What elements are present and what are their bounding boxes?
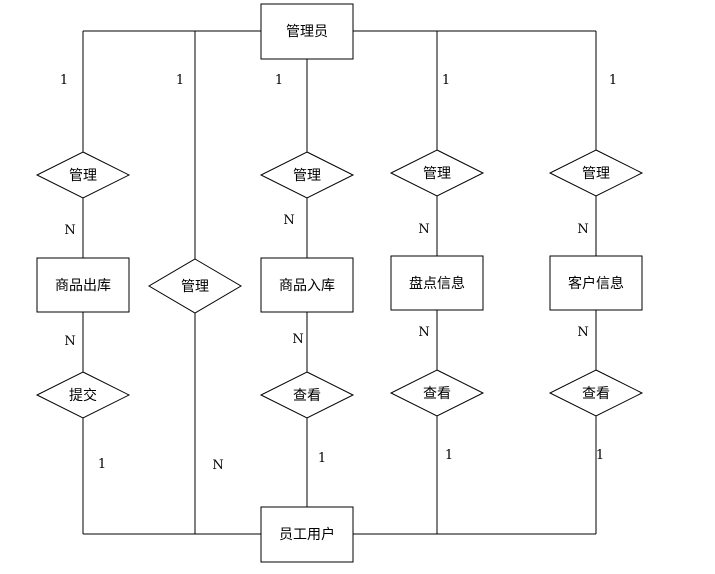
entity-inbound: 商品入库 — [260, 257, 354, 313]
cardinality-inventory-view: N — [418, 325, 429, 340]
entity-admin: 管理员 — [260, 3, 354, 60]
rel-manage-inventory: 管理 — [389, 149, 485, 197]
cardinality-labels: 1 1 1 1 1 N N N N N N N N 1 N 1 1 1 — [60, 73, 617, 473]
rel-manage-employee-label: 管理 — [181, 279, 209, 295]
cardinality-employee-submit: 1 — [98, 457, 106, 472]
rel-submit-outbound-label: 提交 — [69, 387, 97, 404]
rel-manage-inventory-label: 管理 — [423, 166, 451, 182]
rel-manage-outbound: 管理 — [35, 151, 131, 199]
rel-manage-outbound-label: 管理 — [69, 168, 97, 184]
cardinality-inbound-manage: N — [283, 213, 294, 228]
entity-outbound-label: 商品出库 — [55, 278, 111, 294]
rel-manage-employee: 管理 — [148, 258, 242, 314]
rel-manage-customer-label: 管理 — [582, 166, 610, 182]
cardinality-customer-view: N — [577, 325, 588, 340]
rel-view-customer: 查看 — [548, 369, 644, 417]
entity-customer-label: 客户信息 — [568, 275, 624, 292]
entity-employee-label: 员工用户 — [279, 526, 335, 543]
rel-manage-inbound: 管理 — [259, 151, 355, 199]
cardinality-admin-inventory: 1 — [442, 73, 450, 88]
cardinality-employee-manage: N — [212, 458, 223, 473]
entity-inventory-label: 盘点信息 — [409, 275, 465, 292]
rel-submit-outbound: 提交 — [35, 371, 131, 419]
rel-view-inbound: 查看 — [259, 371, 355, 419]
entity-inbound-label: 商品入库 — [279, 278, 335, 294]
cardinality-admin-inbound: 1 — [275, 73, 283, 88]
cardinality-inventory-manage: N — [418, 222, 429, 237]
cardinality-outbound-manage: N — [64, 223, 75, 238]
rel-view-customer-label: 查看 — [582, 386, 610, 402]
entity-admin-label: 管理员 — [286, 24, 328, 40]
connector-lines — [82, 30, 597, 535]
cardinality-employee-inbound-view: 1 — [318, 451, 326, 466]
rel-manage-inbound-label: 管理 — [293, 168, 321, 184]
entity-inventory: 盘点信息 — [390, 255, 484, 311]
rel-view-inventory-label: 查看 — [423, 386, 451, 402]
entity-outbound: 商品出库 — [36, 257, 130, 313]
rel-view-inventory: 查看 — [389, 369, 485, 417]
cardinality-employee-customer-view: 1 — [596, 448, 604, 463]
cardinality-inbound-view: N — [292, 332, 303, 347]
cardinality-admin-employee: 1 — [176, 73, 184, 88]
rel-view-inbound-label: 查看 — [293, 388, 321, 404]
cardinality-customer-manage: N — [577, 222, 588, 237]
cardinality-employee-inventory-view: 1 — [445, 448, 453, 463]
rel-manage-customer: 管理 — [548, 149, 644, 197]
entity-customer: 客户信息 — [549, 255, 643, 311]
entity-employee: 员工用户 — [260, 506, 354, 563]
cardinality-outbound-submit: N — [64, 334, 75, 349]
cardinality-admin-outbound: 1 — [60, 73, 68, 88]
cardinality-admin-customer: 1 — [609, 73, 617, 88]
